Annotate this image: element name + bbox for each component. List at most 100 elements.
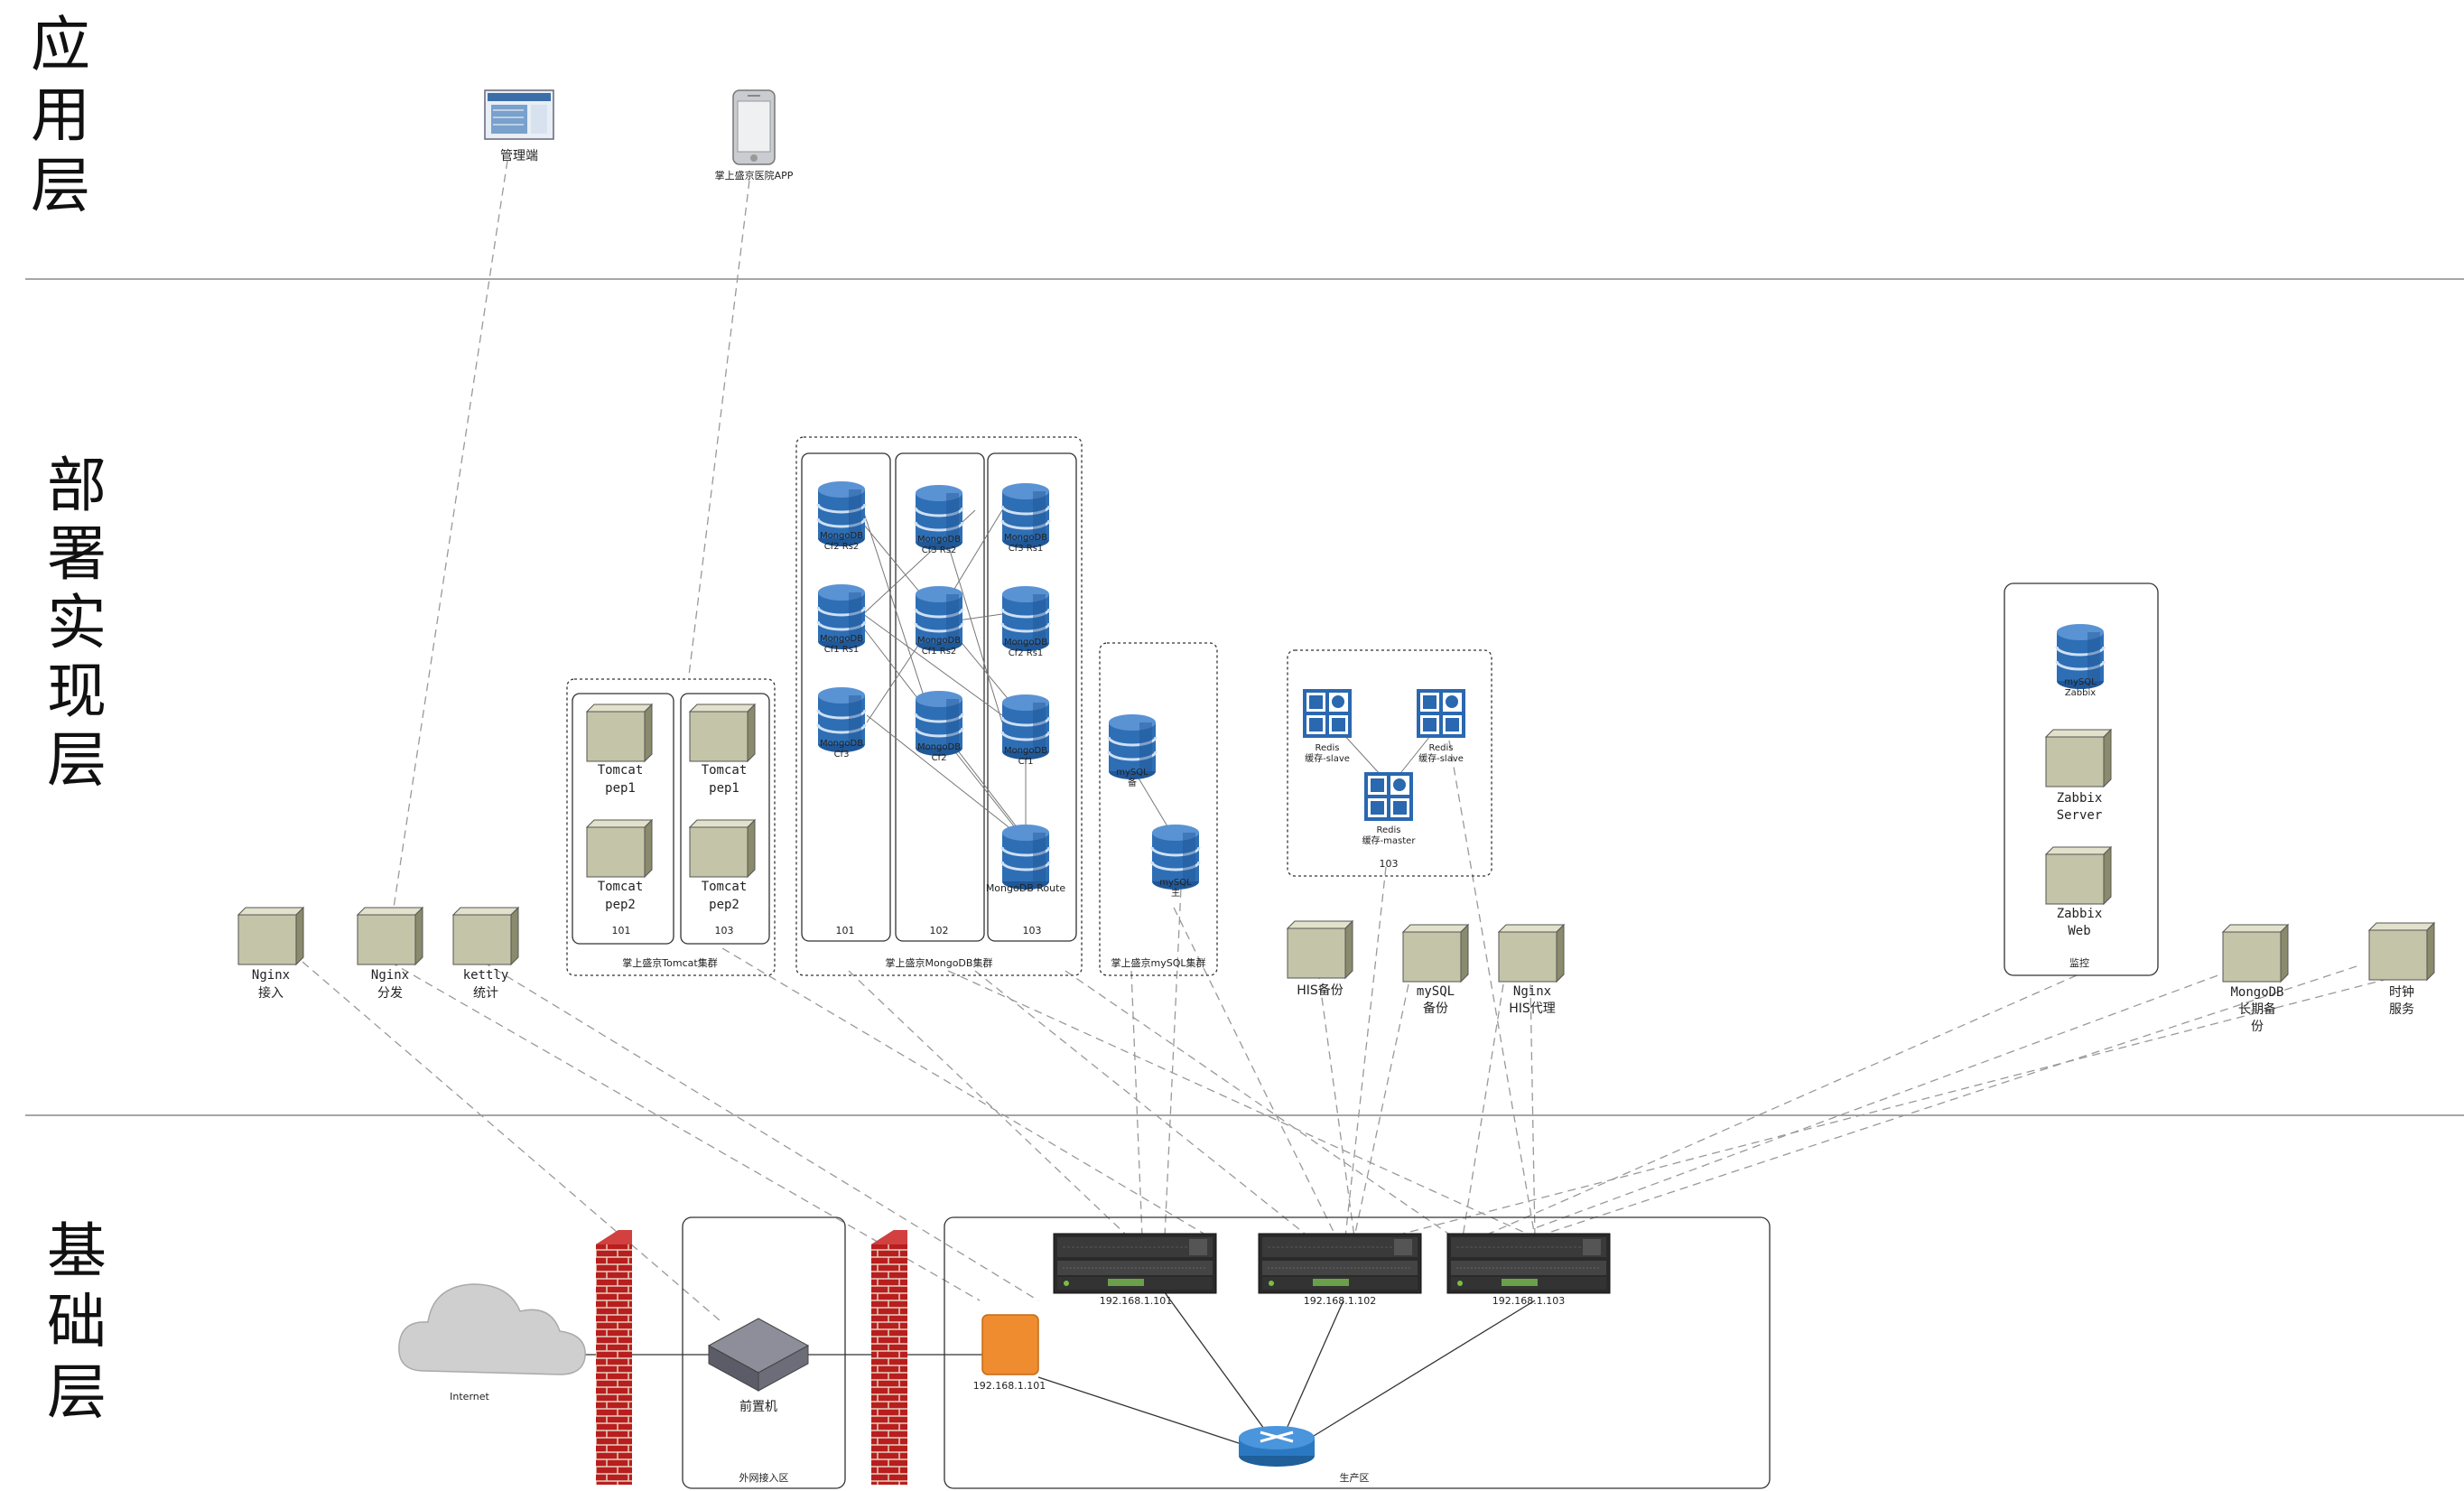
mongo-cf2[interactable]: MongoDB Cf2 xyxy=(914,689,964,763)
svg-text:Tomcat: Tomcat xyxy=(598,763,644,778)
svg-text:层: 层 xyxy=(31,151,90,220)
tomcat-node-2[interactable]: Tomcat pep2 xyxy=(586,819,653,912)
svg-text:接入: 接入 xyxy=(258,985,284,1001)
layer-label-infra: 基 础 层 xyxy=(47,1216,107,1427)
mongo-cf3-rs2[interactable]: MongoDB Cf3 Rs2 xyxy=(914,483,964,555)
svg-text:mySQL: mySQL xyxy=(1417,984,1455,999)
tomcat-node-3[interactable]: Tomcat pep1 xyxy=(689,704,756,796)
mongo-cf2-rs1[interactable]: MongoDB Cf2 Rs1 xyxy=(1000,584,1051,658)
svg-text:pep2: pep2 xyxy=(709,898,739,912)
svg-text:HIS备份: HIS备份 xyxy=(1297,983,1344,998)
mysql-zabbix[interactable]: mySQL Zabbix xyxy=(2055,622,2106,698)
svg-text:Tomcat: Tomcat xyxy=(702,880,748,894)
monitor-cluster: mySQL Zabbix Zabbix Server Zabbix Web 监控 xyxy=(2004,582,2159,976)
internet-label: Internet xyxy=(450,1391,489,1402)
svg-text:mySQL: mySQL xyxy=(1159,878,1192,888)
svg-text:基: 基 xyxy=(47,1216,107,1286)
svg-text:Nginx: Nginx xyxy=(371,968,409,983)
mongo-cf1[interactable]: MongoDB Cf1 xyxy=(1000,693,1051,767)
svg-text:缓存-slave: 缓存-slave xyxy=(1305,752,1350,764)
svg-text:MongoDB: MongoDB xyxy=(917,742,961,752)
monitor-label: 监控 xyxy=(2069,956,2089,969)
router-icon[interactable] xyxy=(1239,1426,1315,1467)
svg-text:pep1: pep1 xyxy=(709,781,739,796)
redis-master[interactable]: Redis 缓存-master xyxy=(1362,772,1417,846)
svg-text:Nginx: Nginx xyxy=(1513,984,1551,999)
mongo-cf3[interactable]: MongoDB Cf3 xyxy=(816,685,867,759)
tomcat-host-103: 103 xyxy=(715,925,734,937)
svg-text:层: 层 xyxy=(47,725,107,795)
service-nginx-his[interactable]: Nginx HIS代理 xyxy=(1498,924,1565,1016)
mongo-host-101: 101 xyxy=(836,925,855,937)
service-clock[interactable]: 时钟 服务 xyxy=(2368,922,2435,1017)
mysql-cluster: mySQL 备 mySQL 主 掌上盛京mySQL集群 xyxy=(1099,642,1218,976)
firewall-left xyxy=(596,1230,632,1485)
network-links xyxy=(546,1254,1536,1446)
svg-text:Cf3 Rs1: Cf3 Rs1 xyxy=(1009,544,1044,554)
svg-text:Cf3 Rs2: Cf3 Rs2 xyxy=(922,545,957,555)
svg-text:mySQL: mySQL xyxy=(1116,768,1148,778)
tomcat-node-1[interactable]: Tomcat pep1 xyxy=(586,704,653,796)
svg-text:Cf1: Cf1 xyxy=(1018,757,1034,767)
dmz-zone: 外网接入区 xyxy=(682,1216,846,1489)
svg-text:主: 主 xyxy=(1171,888,1180,899)
mongo-cf2-rs2[interactable]: MongoDB Cf2 Rs2 xyxy=(816,480,867,552)
svg-text:MongoDB: MongoDB xyxy=(820,739,863,749)
svg-text:时钟: 时钟 xyxy=(2389,984,2414,1000)
redis-slave-2[interactable]: Redis 缓存-slave xyxy=(1417,689,1465,764)
service-mongo-backup[interactable]: MongoDB 长期备 份 xyxy=(2222,924,2289,1034)
svg-text:实: 实 xyxy=(47,588,107,657)
mongo-cf1-rs1[interactable]: MongoDB Cf1 Rs1 xyxy=(816,582,867,655)
front-server[interactable]: 前置机 xyxy=(707,1318,810,1414)
service-mysql-backup[interactable]: mySQL 备份 xyxy=(1402,924,1469,1016)
svg-text:Tomcat: Tomcat xyxy=(598,880,644,894)
service-his-backup[interactable]: HIS备份 xyxy=(1287,920,1353,998)
svg-text:MongoDB: MongoDB xyxy=(820,634,863,644)
gateway-node[interactable]: 192.168.1.101 xyxy=(973,1314,1046,1392)
mysql-primary[interactable]: mySQL 主 xyxy=(1150,823,1201,899)
tomcat-node-4[interactable]: Tomcat pep2 xyxy=(689,819,756,912)
zabbix-server[interactable]: Zabbix Server xyxy=(2045,729,2112,823)
service-nginx-in[interactable]: Nginx 接入 xyxy=(237,907,304,1001)
mongo-cf3-rs1[interactable]: MongoDB Cf3 Rs1 xyxy=(1000,481,1051,554)
rack-server-102[interactable]: 192.168.1.102 xyxy=(1258,1233,1422,1307)
svg-text:MongoDB: MongoDB xyxy=(2230,985,2283,1000)
redis-slave-1[interactable]: Redis 缓存-slave xyxy=(1303,689,1352,764)
zabbix-web[interactable]: Zabbix Web xyxy=(2045,846,2112,938)
svg-text:用: 用 xyxy=(31,80,90,150)
svg-text:署: 署 xyxy=(47,519,107,589)
svg-text:Server: Server xyxy=(2057,808,2103,823)
svg-text:Zabbix: Zabbix xyxy=(2065,688,2096,698)
mysql-standby[interactable]: mySQL 备 xyxy=(1107,713,1158,788)
mongo-cluster-label: 掌上盛京MongoDB集群 xyxy=(886,956,993,969)
rack-server-101[interactable]: 192.168.1.101 xyxy=(1053,1233,1217,1307)
admin-console[interactable]: 管理端 xyxy=(484,89,554,163)
svg-text:现: 现 xyxy=(47,657,107,726)
tomcat-cluster-label: 掌上盛京Tomcat集群 xyxy=(622,956,717,969)
internet-cloud[interactable]: Internet xyxy=(398,1283,586,1402)
dashed-connections xyxy=(302,160,2403,1321)
svg-text:MongoDB: MongoDB xyxy=(917,636,961,646)
prod-label: 生产区 xyxy=(1340,1471,1370,1484)
svg-text:备: 备 xyxy=(1128,777,1137,788)
mongo-host-103: 103 xyxy=(1023,925,1042,937)
svg-text:192.168.1.102: 192.168.1.102 xyxy=(1304,1295,1376,1307)
svg-text:192.168.1.101: 192.168.1.101 xyxy=(1100,1295,1172,1307)
svg-text:Nginx: Nginx xyxy=(252,968,290,983)
service-kettle[interactable]: kettly 统计 xyxy=(452,907,519,1001)
mongo-host-102: 102 xyxy=(930,925,949,937)
svg-text:长期备: 长期备 xyxy=(2238,1002,2276,1017)
mongo-route[interactable]: MongoDB Route xyxy=(986,823,1066,894)
mongo-cf1-rs2[interactable]: MongoDB Cf1 Rs2 xyxy=(914,584,964,657)
mongo-links xyxy=(862,509,1028,841)
svg-text:服务: 服务 xyxy=(2389,1002,2414,1017)
service-nginx-dist[interactable]: Nginx 分发 xyxy=(357,907,423,1001)
rack-server-103[interactable]: 192.168.1.103 xyxy=(1446,1233,1611,1307)
layer-label-app: 应 用 层 xyxy=(31,10,90,220)
tomcat-host-101: 101 xyxy=(612,925,631,937)
mobile-app[interactable]: 掌上盛京医院APP xyxy=(715,89,794,182)
admin-label: 管理端 xyxy=(500,149,538,163)
svg-text:192.168.1.103: 192.168.1.103 xyxy=(1492,1295,1565,1307)
firewall-right xyxy=(871,1230,907,1485)
svg-text:Cf1 Rs1: Cf1 Rs1 xyxy=(824,645,860,655)
